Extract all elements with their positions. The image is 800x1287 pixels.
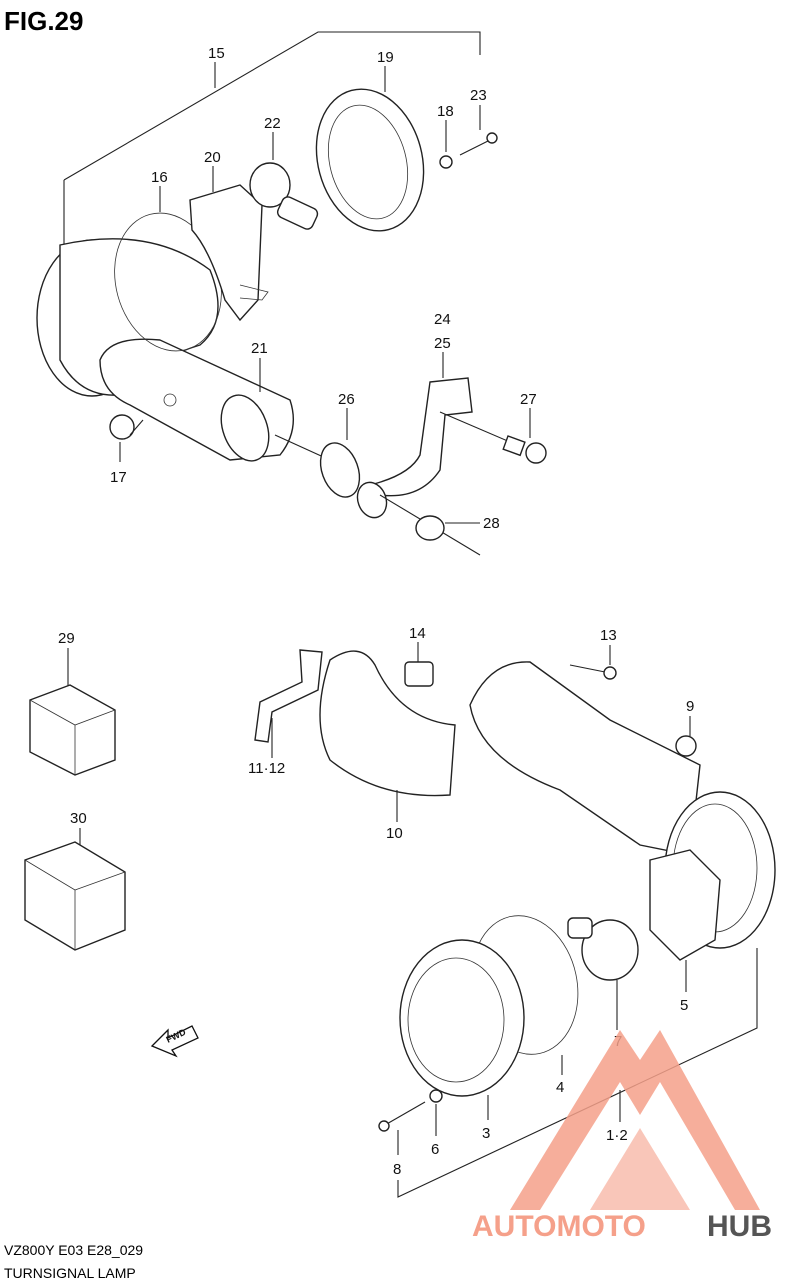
screw	[569, 664, 606, 673]
leader-line	[439, 411, 511, 443]
bolt	[675, 735, 697, 757]
bulb-base	[276, 196, 319, 230]
lower-turnsignal-assembly	[254, 642, 776, 1198]
callout-23: 23	[470, 87, 487, 104]
lens	[399, 939, 525, 1097]
callout-8: 8	[393, 1161, 401, 1178]
lamp-housing	[469, 661, 701, 856]
callout-6: 6	[431, 1141, 439, 1158]
callout-30: 30	[70, 810, 87, 827]
callout-11-12: 11·12	[248, 760, 285, 777]
callout-13: 13	[600, 627, 617, 644]
watermark-text-dark: HUB	[707, 1210, 772, 1243]
callout-1-2: 1·2	[606, 1127, 628, 1144]
washer	[356, 481, 388, 519]
footer-name: TURNSIGNAL LAMP	[4, 1265, 136, 1281]
footer-code: VZ800Y E03 E28_029	[4, 1242, 143, 1258]
fwd-arrow: FWD	[150, 1025, 199, 1058]
relay-edge	[29, 699, 116, 775]
screw-head	[486, 132, 498, 144]
washer	[439, 155, 453, 169]
callout-20: 20	[204, 149, 221, 166]
callout-labels: 15 19 23 18 22 20 16 21 24 25 26 27 17 2…	[58, 45, 694, 1178]
callout-27: 27	[520, 391, 537, 408]
arm-hole	[163, 393, 177, 407]
callout-15: 15	[208, 45, 225, 62]
lamp-housing-shell	[59, 238, 219, 396]
bulb-socket	[649, 849, 721, 961]
figure-title: FIG.29	[4, 6, 83, 36]
watermark-logo: AUTOMOTO HUB	[472, 1030, 772, 1243]
watermark-text-main: AUTOMOTO	[472, 1210, 646, 1243]
callout-28: 28	[483, 515, 500, 532]
callout-24: 24	[434, 311, 451, 328]
mount-bracket	[368, 377, 473, 497]
bulb	[249, 162, 291, 208]
lens-inner	[327, 104, 409, 220]
bolt-head	[525, 442, 547, 464]
callout-21: 21	[251, 340, 268, 357]
callout-14: 14	[409, 625, 426, 642]
stay-bracket	[254, 649, 323, 743]
arm-end	[220, 394, 270, 462]
callout-9: 9	[686, 698, 694, 715]
screw	[459, 139, 491, 156]
callout-16: 16	[151, 169, 168, 186]
lamp-cover	[319, 650, 456, 797]
nut	[415, 515, 445, 541]
upper-turnsignal-assembly	[36, 31, 547, 556]
callout-5: 5	[680, 997, 688, 1014]
callout-19: 19	[377, 49, 394, 66]
leader-line	[63, 31, 481, 181]
callout-26: 26	[338, 391, 355, 408]
lens	[315, 88, 425, 232]
callout-22: 22	[264, 115, 281, 132]
nut	[319, 442, 361, 498]
callout-4: 4	[556, 1079, 564, 1096]
lens-inner	[407, 957, 505, 1083]
screw-head	[378, 1120, 390, 1132]
spacer	[404, 661, 434, 687]
callout-29: 29	[58, 630, 75, 647]
washer	[429, 1089, 443, 1103]
bulb-base	[567, 917, 593, 939]
callout-18: 18	[437, 103, 454, 120]
screw-head	[109, 414, 135, 440]
callout-10: 10	[386, 825, 403, 842]
relay-29	[29, 684, 116, 776]
callout-17: 17	[110, 469, 127, 486]
bolt	[502, 435, 526, 457]
relays	[24, 648, 126, 951]
relay-edge	[24, 859, 126, 950]
screw	[384, 1101, 426, 1126]
bulb	[581, 919, 639, 981]
screw	[129, 419, 144, 436]
callout-25: 25	[434, 335, 451, 352]
callout-3: 3	[482, 1125, 490, 1142]
screw-head	[603, 666, 617, 680]
socket-clip	[239, 284, 269, 301]
